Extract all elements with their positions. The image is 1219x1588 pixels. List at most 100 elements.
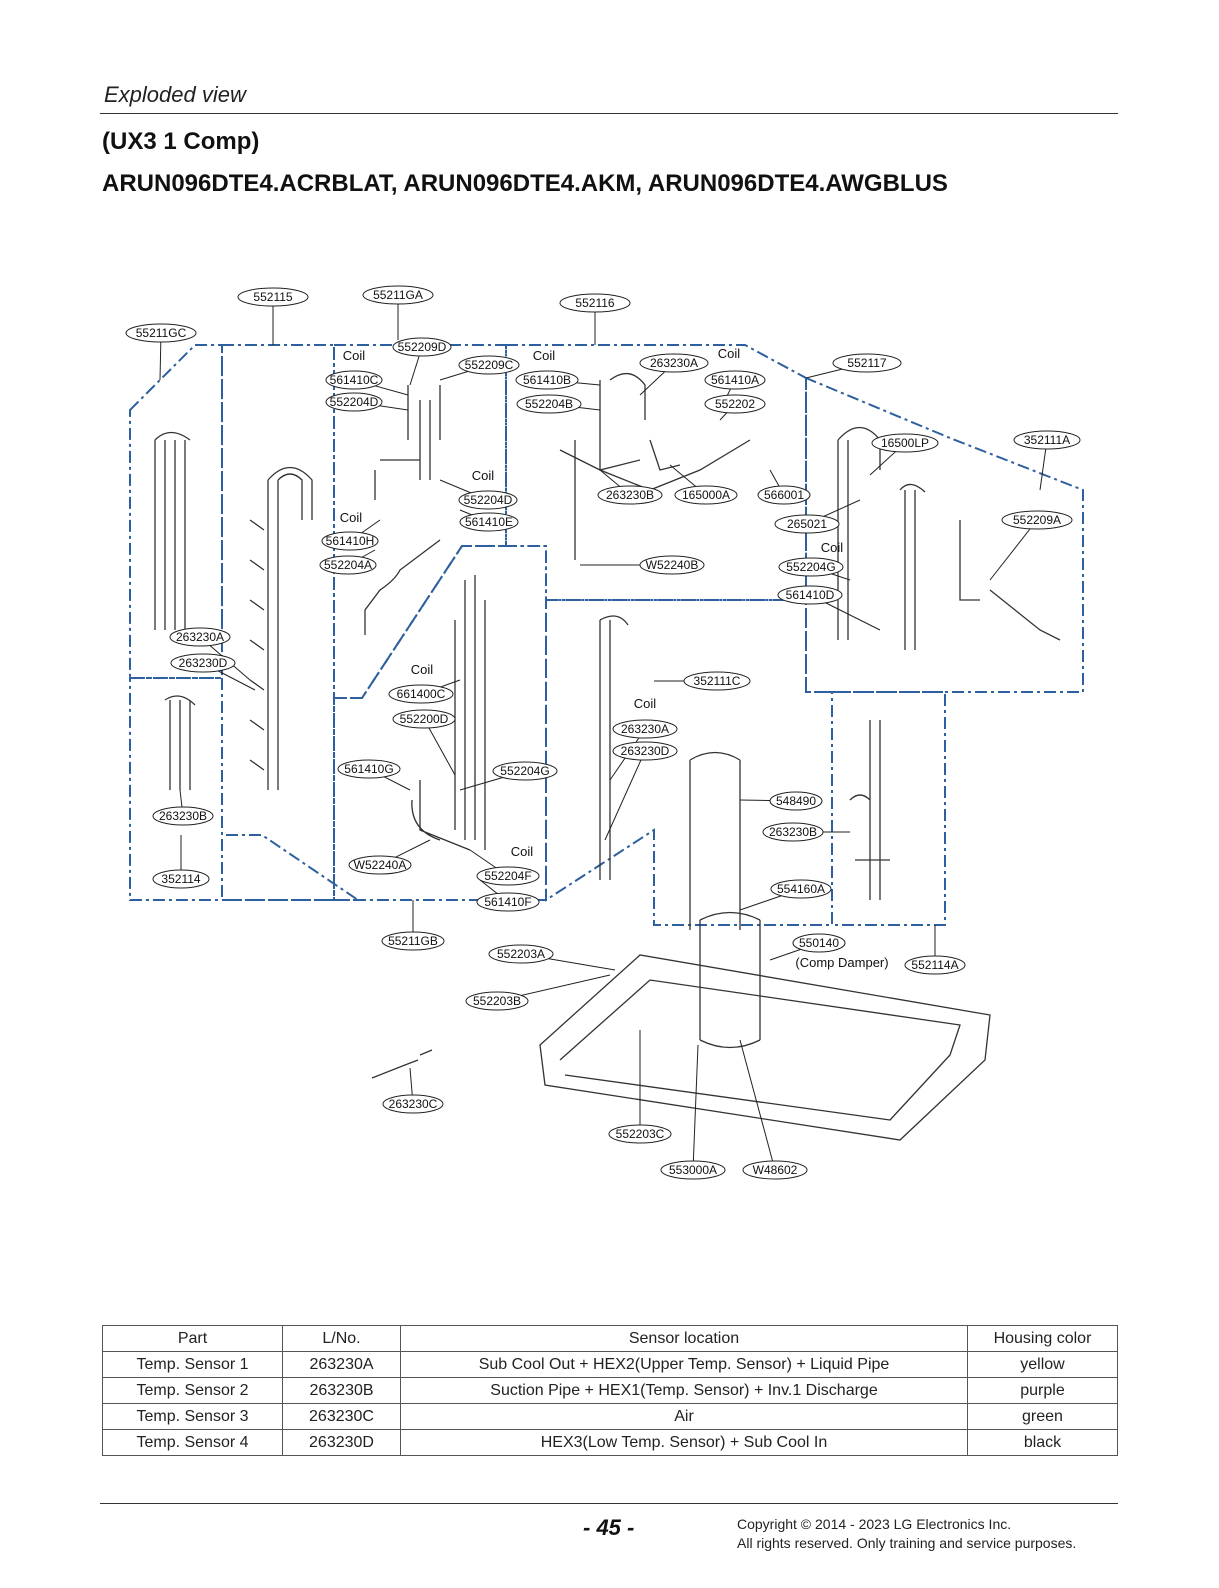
callout-oval [639, 555, 705, 575]
table-cell: green [967, 1403, 1118, 1430]
callout-leader [459, 770, 526, 791]
callout-leader [353, 379, 409, 396]
callout-oval [170, 653, 236, 673]
part-number: 561410B [523, 373, 571, 387]
callout-leader [179, 789, 184, 817]
assembly-group-outline [545, 599, 833, 926]
part-callout: 165000A [674, 485, 738, 505]
callout-oval [704, 370, 766, 390]
part-number: 263230A [176, 630, 224, 644]
table-cell: Temp. Sensor 4 [102, 1429, 283, 1456]
table-cell: yellow [967, 1351, 1118, 1378]
table-cell: 263230D [282, 1429, 401, 1456]
callout-leader [159, 332, 162, 381]
callout-leader [353, 401, 409, 411]
callout-leader [669, 464, 707, 496]
part-number: 561410D [786, 588, 835, 602]
col-part: Part [102, 1325, 283, 1352]
part-callout: 552115 [237, 287, 309, 307]
callout-oval [683, 671, 751, 691]
part-number: 552115 [253, 290, 292, 304]
sensor-table: Part L/No. Sensor location Housing color… [102, 1325, 1118, 1456]
callout-oval [871, 433, 939, 453]
copyright-line: Copyright © 2014 - 2023 LG Electronics I… [737, 1516, 1012, 1532]
callout-oval [515, 370, 579, 390]
part-callout: 263230A [612, 719, 678, 739]
part-callout: 561410F [476, 892, 540, 912]
copyright-line: All rights reserved. Only training and s… [737, 1535, 1077, 1551]
part-number: 263230D [179, 656, 228, 670]
part-callout: 552204A [319, 555, 377, 575]
callout-oval [597, 485, 663, 505]
component-line-art [849, 720, 890, 900]
callout-oval [639, 353, 709, 373]
part-callout: 263230C [382, 1094, 444, 1114]
callout-oval [488, 944, 554, 964]
callout-oval [792, 933, 846, 953]
component-line-art [539, 954, 991, 1141]
part-callout: 263230B [762, 822, 824, 842]
part-number: 263230B [606, 488, 654, 502]
coil-label: Coil [340, 510, 363, 525]
assembly-group-outline [129, 344, 223, 679]
part-number: 55211GA [373, 288, 423, 302]
part-callout: 661400C [388, 684, 454, 704]
part-number: 566001 [764, 488, 804, 502]
assembly-group-outline [505, 344, 807, 601]
callout-oval [362, 285, 434, 305]
component-line-art [371, 1049, 433, 1079]
callout-oval [125, 323, 197, 343]
callout-oval [1013, 430, 1081, 450]
component-line-art [249, 519, 265, 771]
callout-oval [742, 1160, 808, 1180]
callout-leader [809, 594, 881, 631]
callout-oval [337, 759, 401, 779]
callout-oval [392, 337, 452, 357]
part-number: 552209D [398, 340, 447, 354]
part-number: 552204G [500, 764, 549, 778]
col-lno: L/No. [282, 1325, 401, 1352]
table-cell: Air [400, 1403, 968, 1430]
callout-leader [409, 1067, 414, 1105]
part-callout: 55211GC [125, 323, 197, 343]
part-callout: 561410A [704, 370, 766, 390]
callout-leader [769, 942, 820, 961]
callout-leader [439, 364, 490, 381]
col-sensor-location: Sensor location [400, 1325, 968, 1352]
part-number: 554160A [777, 882, 825, 896]
callout-oval [476, 866, 540, 886]
part-callout: 16500LP [871, 433, 939, 453]
callout-leader [199, 636, 251, 681]
part-callout: 552117 [832, 353, 902, 373]
callout-leader [379, 839, 431, 866]
table-cell: Suction Pipe + HEX1(Temp. Sensor) + Inv.… [400, 1377, 968, 1404]
part-callout: 561410D [777, 585, 843, 605]
coil-label: Coil [533, 348, 556, 363]
table-cell: Temp. Sensor 1 [102, 1351, 283, 1378]
header-rule [100, 113, 1118, 114]
callout-oval [348, 855, 412, 875]
component-line-art [559, 979, 961, 1121]
callout-oval [319, 555, 377, 575]
part-callout: 552204D [458, 490, 518, 510]
part-callout: 552203A [488, 944, 554, 964]
coil-label: Coil [472, 468, 495, 483]
component-line-art [959, 520, 1061, 641]
assembly-group-outline [129, 677, 362, 901]
table-cell: 263230A [282, 1351, 401, 1378]
assembly-group-outline [831, 691, 946, 926]
callout-oval [770, 879, 832, 899]
callout-leader [479, 879, 509, 903]
callout-leader [202, 662, 256, 691]
callout-oval [612, 741, 678, 761]
part-number: 16500LP [881, 436, 929, 450]
callout-oval [608, 1124, 672, 1144]
callout-oval [904, 955, 966, 975]
assembly-group-outline [333, 545, 547, 901]
callout-leader [810, 566, 851, 581]
part-number: 552203C [616, 1127, 665, 1141]
callout-oval [492, 761, 558, 781]
part-number: 263230D [621, 744, 670, 758]
part-number: 552117 [847, 356, 886, 370]
table-row: Temp. Sensor 3 263230C Air green [102, 1403, 1118, 1430]
